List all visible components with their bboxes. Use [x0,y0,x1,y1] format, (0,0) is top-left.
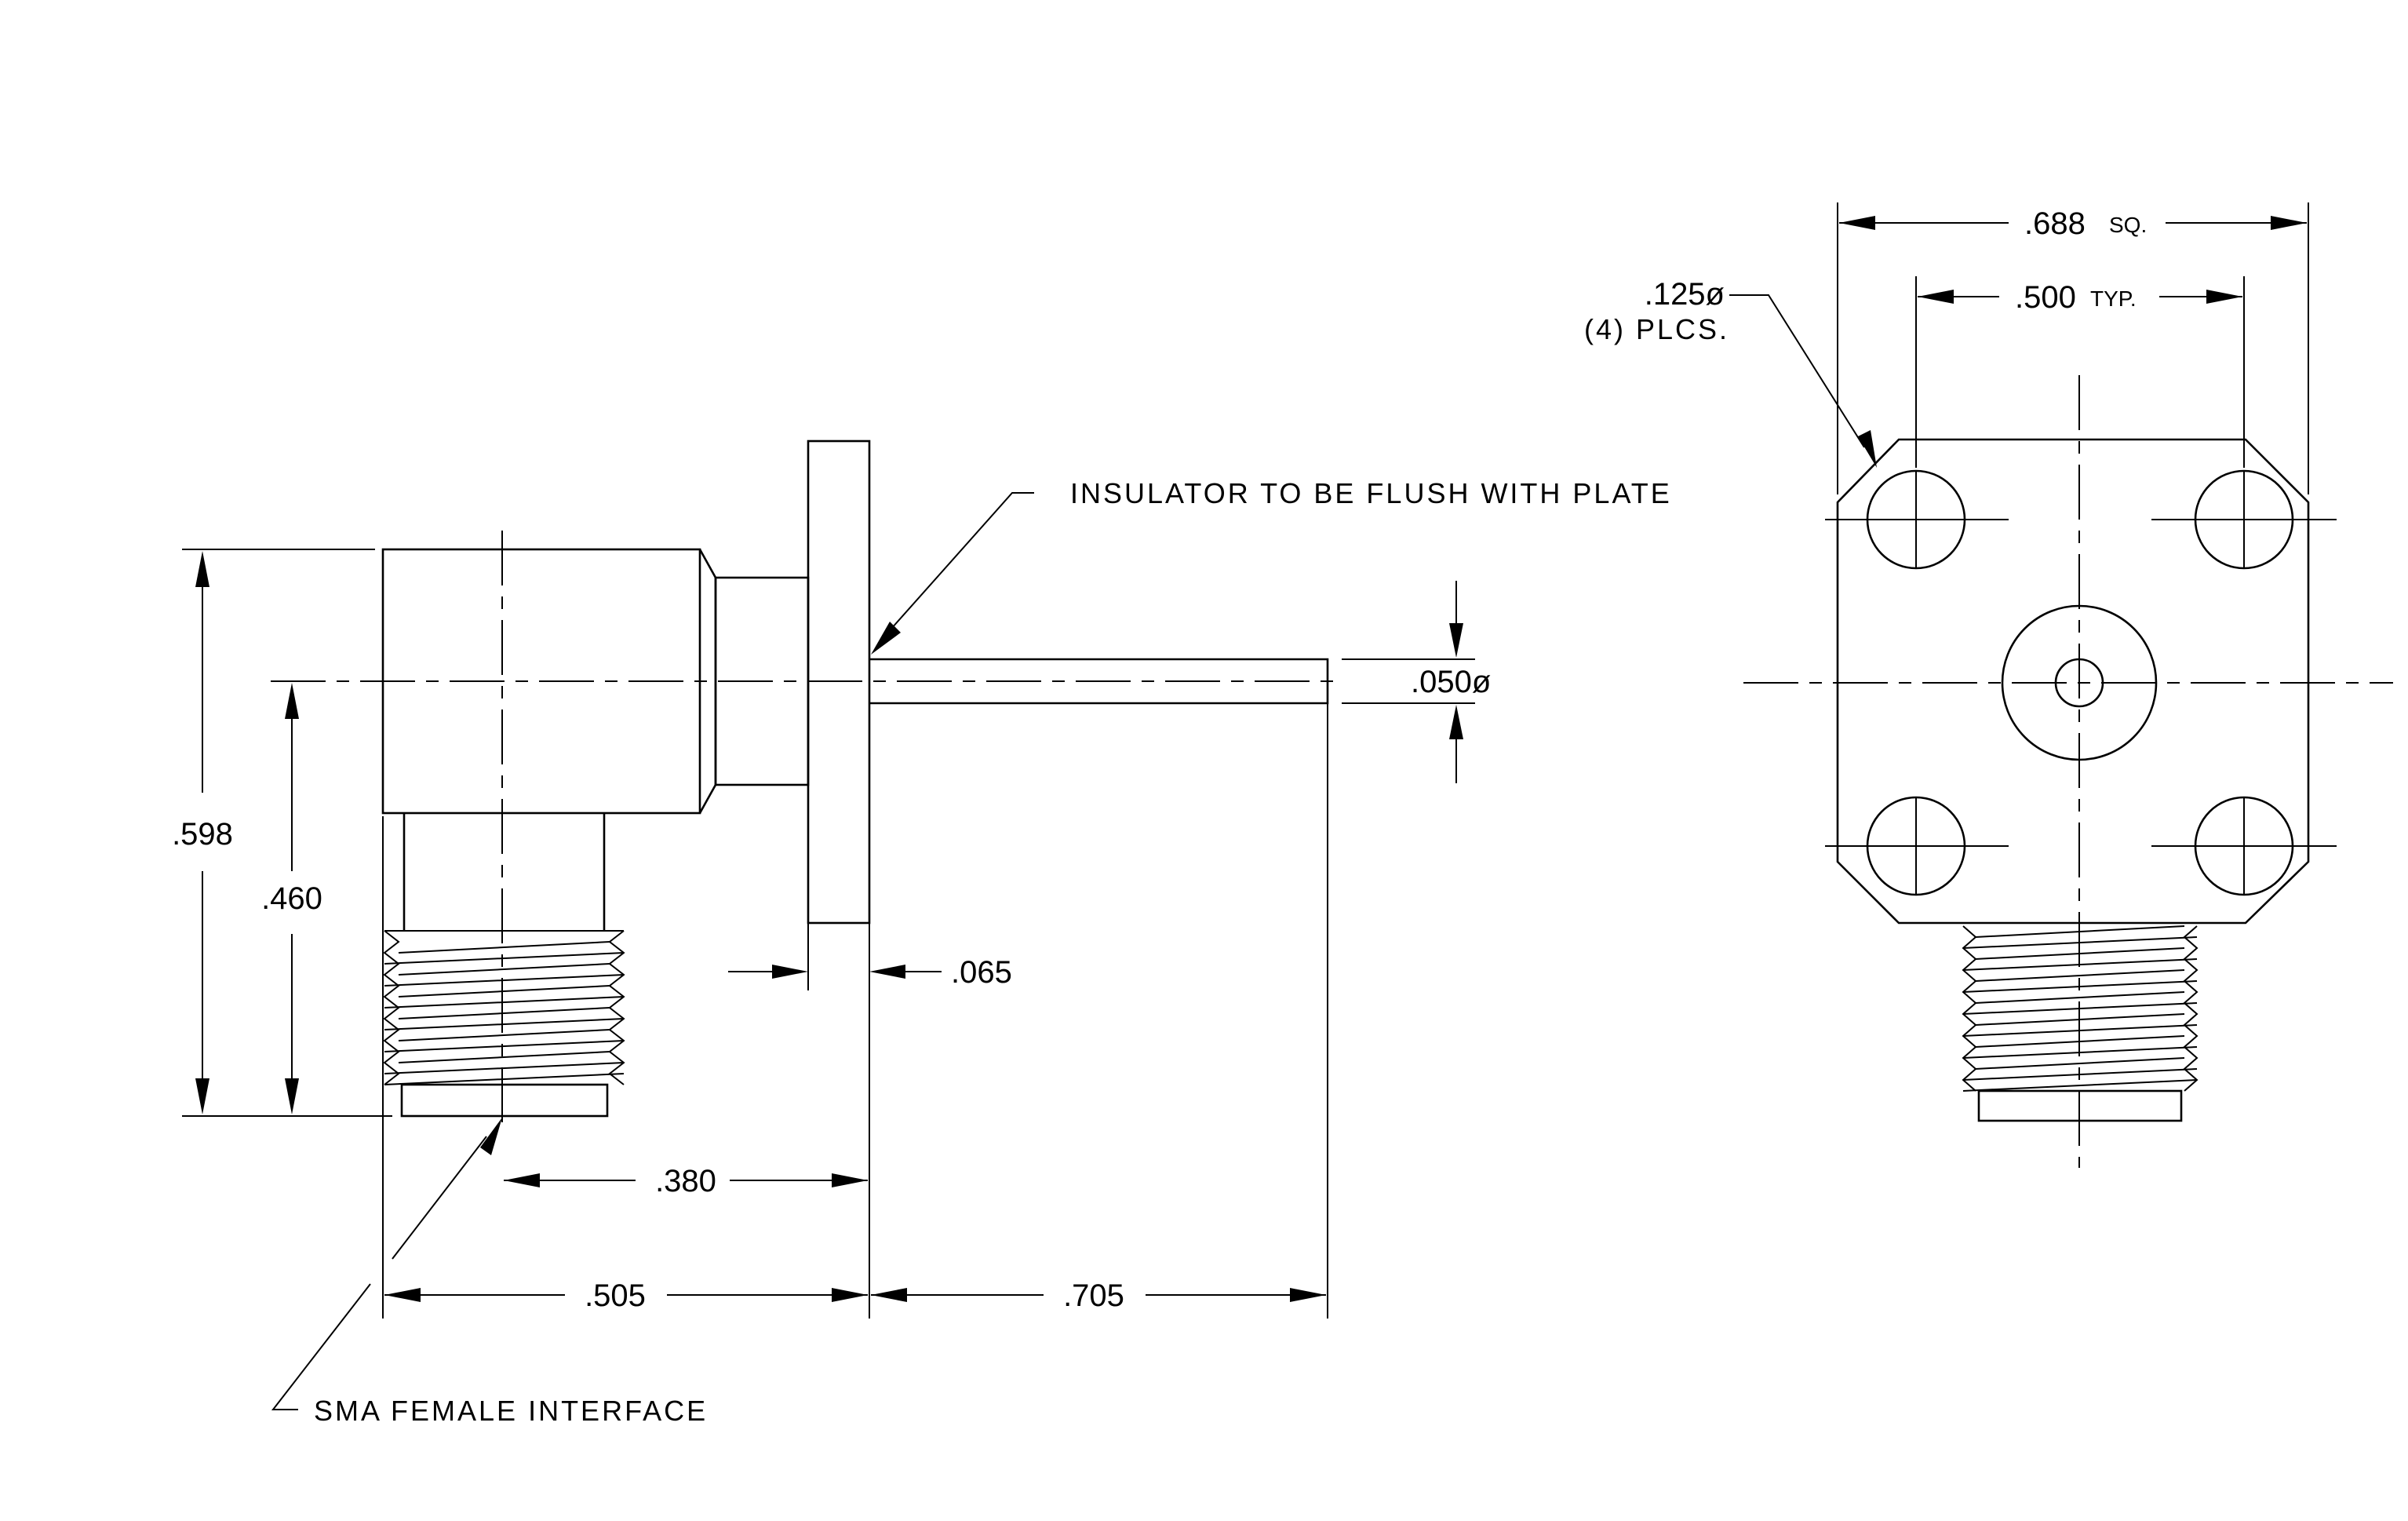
dim-500: .500 TYP. [1915,276,2245,468]
side-view: .598 .460 .065 .380 [172,440,1672,1427]
insulator-leader: INSULATOR TO BE FLUSH WITH PLATE [871,477,1672,655]
dim-598-label: .598 [172,817,233,852]
dim-380: .380 [504,703,870,1319]
front-threads [1962,925,2199,1092]
dim-500-label: .500 [2015,280,2076,315]
dim-125-label: .125ø [1645,277,1725,312]
dim-705: .705 [871,703,1328,1319]
connector-tip [400,1083,609,1118]
dim-505: .505 [382,816,868,1319]
square-flange [1836,438,2310,925]
front-view: .688 SQ. .500 TYP. .125ø (4) PLCS. [1584,202,2393,1168]
dim-050: .050ø [1342,581,1491,783]
dim-050-label: .050ø [1411,665,1491,699]
dim-688-label: .688 [2024,206,2086,241]
insulator-note: INSULATOR TO BE FLUSH WITH PLATE [1070,477,1672,509]
dim-460: .460 [261,683,322,1114]
interface-note: SMA FEMALE INTERFACE [314,1395,708,1427]
dim-505-label: .505 [585,1278,646,1313]
dim-065-label: .065 [951,955,1012,990]
hole-callout: .125ø (4) PLCS. [1584,277,1877,468]
interface-leader: SMA FEMALE INTERFACE [271,1118,708,1427]
dim-500-suffix: TYP. [2090,286,2137,311]
dim-688-suffix: SQ. [2109,213,2147,237]
front-connector-tip [1977,1089,2183,1122]
dim-688: .688 SQ. [1837,202,2309,494]
dim-598: .598 [172,549,392,1117]
dim-460-label: .460 [261,881,322,916]
holes-count-note: (4) PLCS. [1584,313,1729,345]
threads [383,930,625,1085]
dim-380-label: .380 [655,1164,716,1198]
hole-crosshairs [1825,471,2337,895]
dim-705-label: .705 [1063,1278,1124,1313]
